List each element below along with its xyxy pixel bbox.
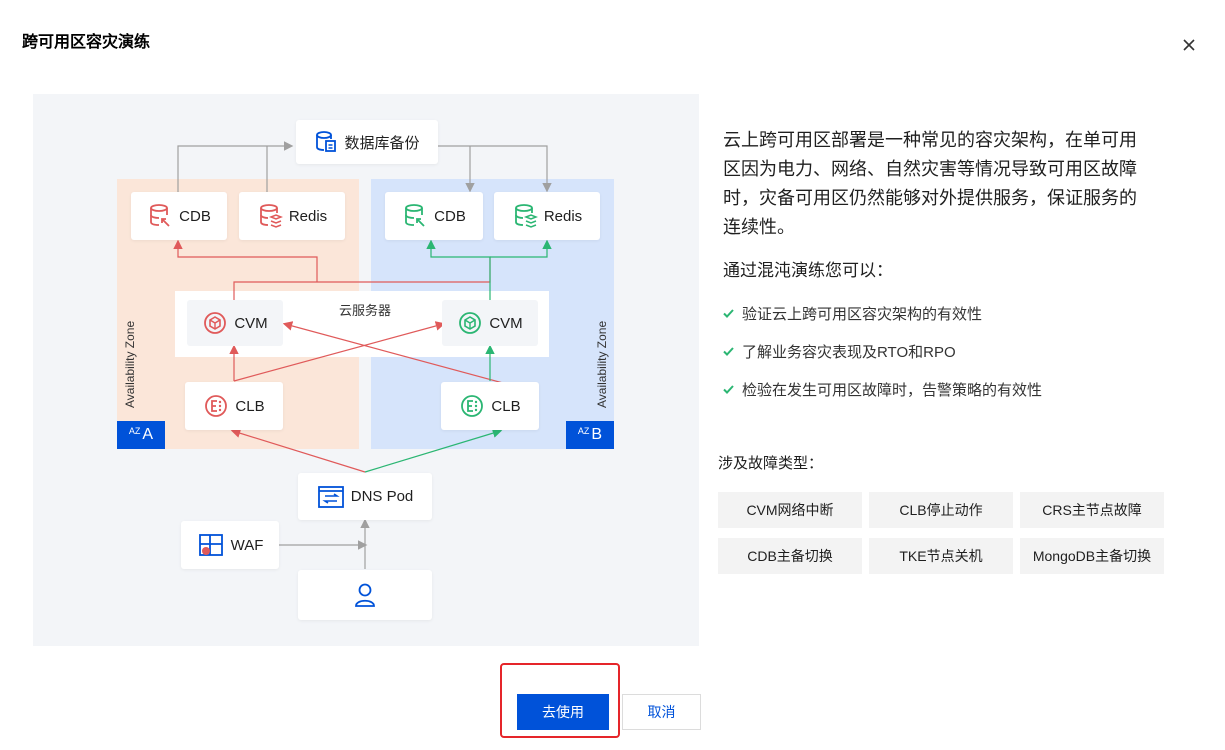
zone-a-cvm-node: CVM bbox=[187, 300, 283, 346]
primary-button-highlight bbox=[500, 663, 620, 738]
feature-item-text: 了解业务容灾表现及RTO和RPO bbox=[742, 344, 956, 361]
zone-b-clb-label: CLB bbox=[491, 397, 521, 415]
zone-b-badge-sup: AZ bbox=[577, 426, 590, 436]
zone-a-cvm-label: CVM bbox=[234, 314, 268, 332]
user-node bbox=[298, 570, 432, 620]
zone-b-badge: AZ B bbox=[566, 421, 614, 449]
clb-icon bbox=[205, 395, 228, 417]
clb-icon bbox=[461, 395, 484, 417]
zone-b-redis-node: Redis bbox=[494, 192, 600, 240]
zone-a-badge-sup: AZ bbox=[128, 426, 141, 436]
zone-a-redis-label: Redis bbox=[288, 207, 328, 225]
database-backup-label: 数据库备份 bbox=[344, 134, 420, 152]
architecture-diagram: 数据库备份 CDB Redis CVM bbox=[33, 94, 699, 646]
fault-tag-cvm-network: CVM网络中断 bbox=[718, 492, 862, 528]
zone-a-badge: AZ A bbox=[117, 421, 165, 449]
check-icon bbox=[723, 309, 734, 318]
zone-b-availability-label: Availability Zone bbox=[595, 320, 609, 408]
zone-a-cdb-label: CDB bbox=[179, 207, 211, 225]
zone-b-clb-node: CLB bbox=[441, 382, 539, 430]
waf-label: WAF bbox=[230, 536, 264, 554]
redis-icon bbox=[514, 204, 538, 228]
benefits-lead: 通过混沌演练您可以： bbox=[723, 261, 893, 280]
zone-a-clb-node: CLB bbox=[185, 382, 283, 430]
user-icon bbox=[355, 583, 375, 607]
cvm-icon bbox=[459, 312, 482, 334]
fault-tag-mongodb-switch: MongoDB主备切换 bbox=[1020, 538, 1164, 574]
fault-tag-cdb-switch: CDB主备切换 bbox=[718, 538, 862, 574]
feature-item: 了解业务容灾表现及RTO和RPO bbox=[723, 341, 956, 362]
zone-b-cdb-label: CDB bbox=[434, 207, 466, 225]
zone-b-badge-letter: B bbox=[591, 426, 603, 443]
cancel-button[interactable]: 取消 bbox=[622, 694, 701, 730]
zone-b-redis-label: Redis bbox=[543, 207, 583, 225]
feature-item-text: 验证云上跨可用区容灾架构的有效性 bbox=[742, 306, 983, 323]
database-backup-node: 数据库备份 bbox=[296, 120, 438, 164]
dns-pod-node: DNS Pod bbox=[298, 473, 432, 520]
zone-a-redis-node: Redis bbox=[239, 192, 345, 240]
zone-a-cdb-node: CDB bbox=[131, 192, 227, 240]
zone-a-availability-label: Availability Zone bbox=[123, 320, 137, 408]
zone-b-cvm-node: CVM bbox=[442, 300, 538, 346]
zone-a-badge-letter: A bbox=[142, 426, 154, 443]
fault-tag-tke-shutdown: TKE节点关机 bbox=[869, 538, 1013, 574]
fault-tag-crs-master: CRS主节点故障 bbox=[1020, 492, 1164, 528]
feature-item: 检验在发生可用区故障时，告警策略的有效性 bbox=[723, 379, 1042, 400]
cvm-icon bbox=[204, 312, 227, 334]
dialog-title: 跨可用区容灾演练 bbox=[22, 34, 151, 51]
feature-item: 验证云上跨可用区容灾架构的有效性 bbox=[723, 303, 982, 324]
waf-icon bbox=[198, 534, 223, 556]
cdb-icon bbox=[405, 204, 425, 227]
check-icon bbox=[723, 347, 734, 356]
cvm-group-label: 云服务器 bbox=[339, 303, 392, 318]
zone-b-cdb-node: CDB bbox=[385, 192, 483, 240]
zone-b-cvm-label: CVM bbox=[489, 314, 523, 332]
database-backup-icon bbox=[316, 131, 337, 152]
diagram-connectors bbox=[173, 141, 552, 569]
use-button[interactable]: 去使用 bbox=[517, 694, 609, 730]
close-icon[interactable] bbox=[1180, 36, 1198, 54]
fault-tag-clb-stop: CLB停止动作 bbox=[869, 492, 1013, 528]
zone-a-clb-label: CLB bbox=[235, 397, 265, 415]
dns-pod-label: DNS Pod bbox=[350, 488, 414, 505]
redis-icon bbox=[259, 204, 283, 228]
fault-types-title: 涉及故障类型： bbox=[718, 455, 824, 472]
waf-node: WAF bbox=[181, 521, 279, 569]
scenario-description: 云上跨可用区部署是一种常见的容灾架构，在单可用区因为电力、网络、自然灾害等情况导… bbox=[723, 130, 1137, 237]
cdb-icon bbox=[150, 204, 170, 227]
dns-pod-icon bbox=[317, 485, 344, 508]
check-icon bbox=[723, 385, 734, 394]
feature-item-text: 检验在发生可用区故障时，告警策略的有效性 bbox=[742, 382, 1043, 399]
